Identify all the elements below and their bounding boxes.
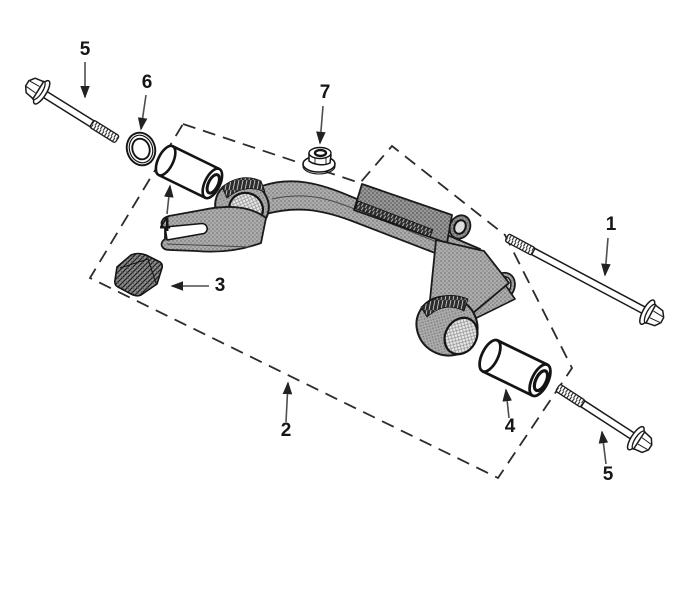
callout-label: 4 — [160, 215, 171, 236]
fork-crease-line — [166, 243, 251, 248]
bushing-sleeve-left — [150, 141, 228, 203]
callout-7: 7 — [316, 82, 331, 145]
washer — [125, 131, 157, 167]
callout-4-right: 4 — [502, 388, 516, 437]
fork-slot — [164, 222, 208, 241]
callout-arrow — [137, 94, 148, 131]
long-flange-bolt-right — [504, 233, 665, 327]
callout-label: 7 — [320, 82, 331, 103]
callout-label: 1 — [606, 214, 617, 235]
callout-1: 1 — [601, 214, 617, 277]
callout-label: 5 — [80, 39, 91, 60]
callout-5-upper-left: 5 — [80, 39, 91, 99]
housing-bore-face — [443, 316, 479, 356]
rubber-wedge — [114, 252, 164, 297]
housing-serration-band — [420, 295, 469, 318]
bracket-drop-arm — [429, 239, 510, 314]
callout-label: 6 — [142, 72, 153, 93]
plate-rolled-tube — [448, 214, 472, 240]
flange-nut — [302, 146, 336, 175]
housing-near-end — [415, 295, 479, 357]
main-bracket — [160, 177, 516, 357]
callout-4-left: 4 — [160, 184, 174, 236]
flange-bolt-upper-left — [24, 77, 120, 143]
callout-label: 3 — [215, 275, 226, 296]
callout-label: 5 — [603, 464, 614, 485]
callout-arrow — [502, 388, 512, 419]
callout-3: 3 — [170, 275, 226, 296]
callout-arrow — [282, 381, 293, 423]
flange-bolt-lower-right — [555, 384, 653, 454]
callout-arrow — [316, 105, 326, 145]
bushing-sleeve-right — [473, 335, 557, 401]
callout-arrow — [601, 237, 611, 277]
plate-serrated-slot — [354, 200, 434, 238]
dashed-boundary-outline — [88, 122, 574, 480]
boss-serration-strap — [221, 177, 266, 199]
callout-label: 4 — [505, 416, 516, 437]
fork-end — [160, 206, 267, 253]
callout-arrow — [598, 430, 609, 465]
callout-arrow — [164, 184, 174, 215]
callout-5-lower-right: 5 — [598, 430, 614, 485]
callout-label: 2 — [281, 420, 292, 441]
callout-2: 2 — [281, 381, 293, 441]
callout-6: 6 — [137, 72, 153, 131]
